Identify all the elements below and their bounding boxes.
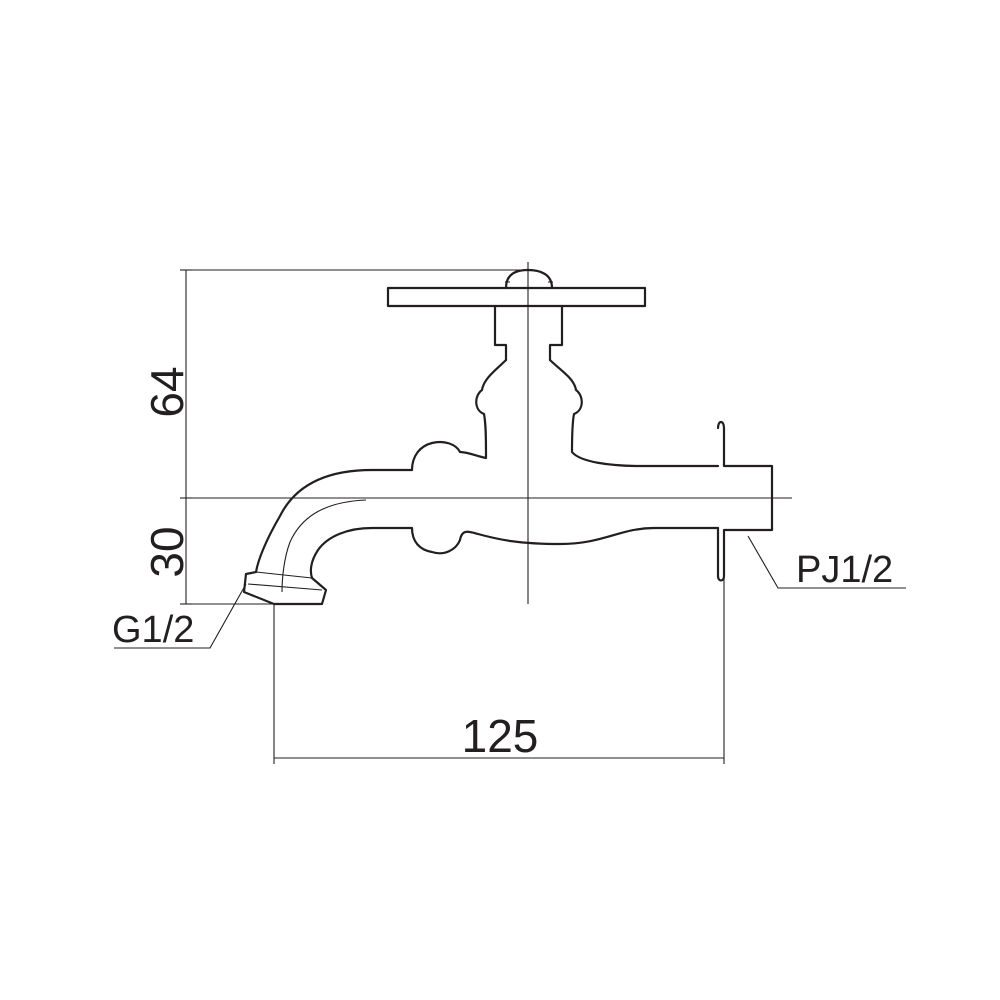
outlet-thread-label: G1/2: [112, 609, 194, 651]
body-bottom: [309, 526, 720, 580]
handle-cap: [504, 268, 554, 290]
dimension-lines: [114, 269, 906, 764]
spout-inner: [281, 499, 367, 593]
inlet-leader: [747, 535, 906, 589]
wall-flange: [716, 420, 774, 582]
inlet-thread-label: PJ1/2: [796, 549, 893, 591]
body-left: [254, 358, 508, 574]
spout-outer: [242, 570, 328, 606]
spout-thread: [247, 571, 323, 591]
faucet-outline: [242, 268, 774, 606]
body-right: [548, 358, 720, 468]
handle-stem: [493, 304, 564, 362]
dimension-125: 125: [462, 710, 539, 762]
dimension-30: 30: [141, 526, 193, 577]
handle-bar: [386, 286, 647, 308]
dimension-text: 64 30 125 PJ1/2 G1/2: [112, 366, 893, 762]
centerlines: [186, 262, 792, 604]
dimension-64: 64: [141, 366, 193, 417]
outlet-leader: [114, 583, 247, 649]
